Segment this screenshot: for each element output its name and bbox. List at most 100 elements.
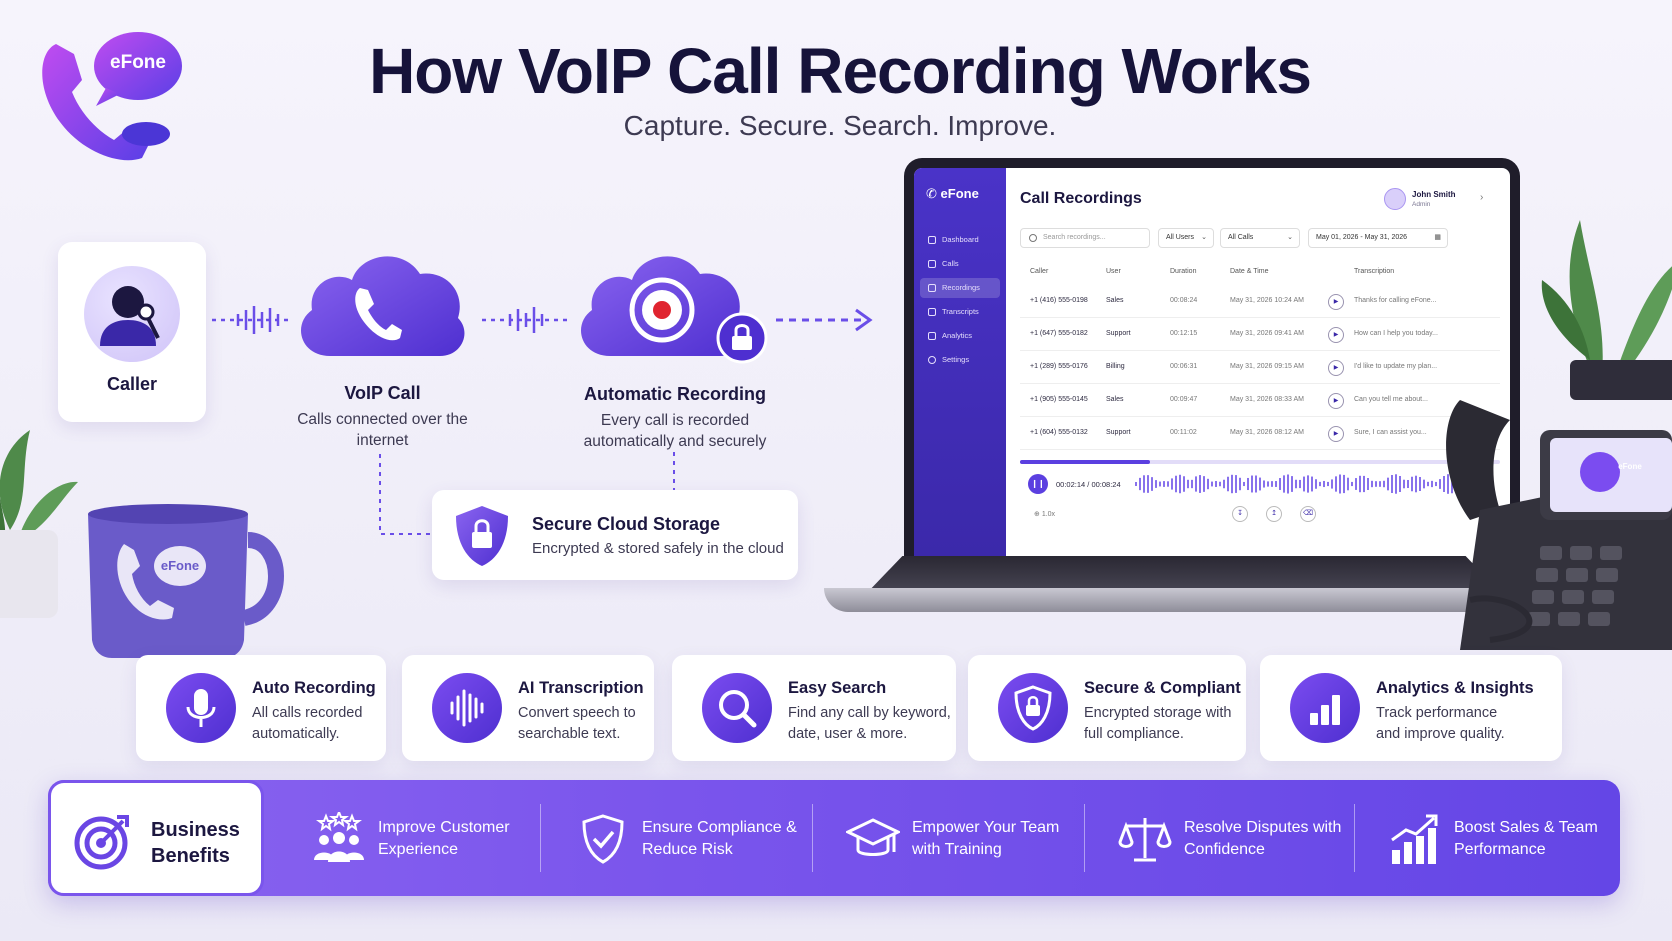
efone-logo: eFone — [34, 30, 194, 170]
feature-desc: Find any call by keyword, date, user & m… — [788, 705, 951, 742]
nav-calls[interactable]: Calls — [920, 254, 1000, 274]
settings-icon — [928, 356, 936, 364]
nav-recordings[interactable]: Recordings — [920, 278, 1000, 298]
table-row[interactable]: +1 (289) 555-0176 Billing 00:06:31 May 31, … — [1020, 352, 1500, 384]
nav-settings[interactable]: Settings — [920, 350, 1000, 370]
page-subtitle: Capture. Secure. Search. Improve. — [623, 110, 1057, 141]
benefit-disputes: Resolve Disputes with Confidence — [1118, 780, 1358, 896]
storage-desc: Encrypted & stored safely in the cloud — [532, 540, 784, 557]
col-user: User — [1106, 268, 1121, 275]
flow-connectors — [212, 306, 873, 334]
record-cloud-icon — [580, 256, 768, 364]
play-button[interactable]: ▶ — [1328, 327, 1344, 343]
feature-desc: Convert speech to searchable text. — [518, 705, 636, 742]
cell-caller: +1 (604) 555-0132 — [1030, 429, 1088, 436]
soundwave-icon — [432, 673, 502, 743]
search-input[interactable]: Search recordings... — [1020, 228, 1150, 248]
divider — [812, 804, 813, 872]
user-menu[interactable]: John Smith Admin › — [1384, 186, 1494, 216]
divider — [1354, 804, 1355, 872]
target-icon — [74, 815, 129, 870]
avatar — [1384, 188, 1406, 210]
shield-lock-icon — [998, 673, 1068, 743]
play-button[interactable]: ▶ — [1328, 360, 1344, 376]
app-brand: ✆ eFone — [926, 186, 979, 201]
desk-phone-icon — [1446, 400, 1672, 650]
app-title: Call Recordings — [1020, 190, 1142, 207]
benefit-label: Resolve Disputes with Confidence — [1184, 819, 1342, 858]
cell-datetime: May 31, 2026 09:41 AM — [1230, 330, 1304, 337]
trash-icon[interactable]: ⌫ — [1300, 506, 1316, 522]
pause-button[interactable]: ❙❙ — [1028, 474, 1048, 494]
cell-user: Support — [1106, 429, 1131, 436]
logo-text: eFone — [110, 52, 166, 73]
chevron-down-icon: ⌄ — [1201, 234, 1207, 241]
storage-connectors — [379, 452, 675, 535]
recordings-icon — [928, 284, 936, 292]
cell-user: Billing — [1106, 363, 1125, 370]
bar-chart-icon — [1290, 673, 1360, 743]
dashboard-icon — [928, 236, 936, 244]
chevron-down-icon: ⌄ — [1287, 234, 1293, 241]
benefits-banner: Business Benefits Improve Customer Exper… — [48, 780, 1620, 896]
analytics-icon — [928, 332, 936, 340]
caller-avatar — [84, 266, 180, 362]
player-progress[interactable] — [1020, 460, 1500, 464]
calls-filter[interactable]: All Calls⌄ — [1220, 228, 1300, 248]
cell-datetime: May 31, 2026 10:24 AM — [1230, 297, 1304, 304]
laptop: ✆ eFone Dashboard Calls Recordings Trans… — [824, 158, 1544, 648]
nav-dashboard[interactable]: Dashboard — [920, 230, 1000, 250]
cell-user: Sales — [1106, 297, 1124, 304]
user-role: Admin — [1412, 201, 1431, 208]
cell-duration: 00:12:15 — [1170, 330, 1198, 337]
speed-control[interactable]: ⊕ 1.0x — [1034, 511, 1056, 518]
cell-transcript: How can I help you today... — [1354, 330, 1438, 337]
graduation-cap-icon — [846, 818, 900, 856]
date-range-filter[interactable]: May 01, 2026 - May 31, 2026▦ — [1308, 228, 1448, 248]
scales-icon — [1118, 818, 1172, 862]
export-icon[interactable]: ↥ — [1266, 506, 1282, 522]
cell-duration: 00:08:24 — [1170, 297, 1198, 304]
cell-datetime: May 31, 2026 09:15 AM — [1230, 363, 1304, 370]
search-icon — [1029, 234, 1037, 242]
phone-cloud-icon — [300, 256, 465, 356]
shield-check-icon — [582, 814, 624, 864]
recording-cloud — [570, 240, 768, 370]
feature-secure-compliant: Secure & Compliant Encrypted storage wit… — [968, 655, 1246, 761]
nav-transcripts[interactable]: Transcripts — [920, 302, 1000, 322]
feature-desc: Encrypted storage with full compliance. — [1084, 705, 1232, 742]
benefit-label: Ensure Compliance & Reduce Risk — [642, 819, 797, 858]
cell-caller: +1 (905) 555-0145 — [1030, 396, 1088, 403]
lock-shield-icon — [456, 506, 508, 566]
voip-title: VoIP Call — [344, 383, 421, 403]
col-datetime: Date & Time — [1230, 268, 1269, 275]
download-icon[interactable]: ↧ — [1232, 506, 1248, 522]
play-button[interactable]: ▶ — [1328, 393, 1344, 409]
plant-left-icon — [0, 430, 78, 618]
app-phone-icon: ✆ — [926, 186, 937, 201]
play-button[interactable]: ▶ — [1328, 294, 1344, 310]
cell-user: Support — [1106, 330, 1131, 337]
users-filter[interactable]: All Users⌄ — [1158, 228, 1214, 248]
cell-caller: +1 (647) 555-0182 — [1030, 330, 1088, 337]
calendar-icon: ▦ — [1434, 234, 1441, 241]
microphone-icon — [166, 673, 236, 743]
cell-caller: +1 (416) 555-0198 — [1030, 297, 1088, 304]
play-button[interactable]: ▶ — [1328, 426, 1344, 442]
cell-caller: +1 (289) 555-0176 — [1030, 363, 1088, 370]
storage-card: Secure Cloud Storage Encrypted & stored … — [432, 490, 798, 580]
benefit-label: Empower Your Team with Training — [912, 819, 1060, 858]
cell-duration: 00:06:31 — [1170, 363, 1198, 370]
desk-phone: eFone — [1430, 360, 1672, 650]
benefit-training: Empower Your Team with Training — [846, 780, 1086, 896]
benefit-label: Improve Customer Experience — [378, 819, 510, 858]
laptop-base — [824, 588, 1544, 612]
table-row[interactable]: +1 (647) 555-0182 Support 00:12:15 May 31, … — [1020, 319, 1500, 351]
chevron-right-icon: › — [1480, 192, 1484, 203]
nav-analytics[interactable]: Analytics — [920, 326, 1000, 346]
mug-logo-text: eFone — [160, 558, 200, 573]
cell-transcript: I'd like to update my plan... — [1354, 363, 1438, 370]
table-row[interactable]: +1 (416) 555-0198 Sales 00:08:24 May 31, 20… — [1020, 286, 1500, 318]
